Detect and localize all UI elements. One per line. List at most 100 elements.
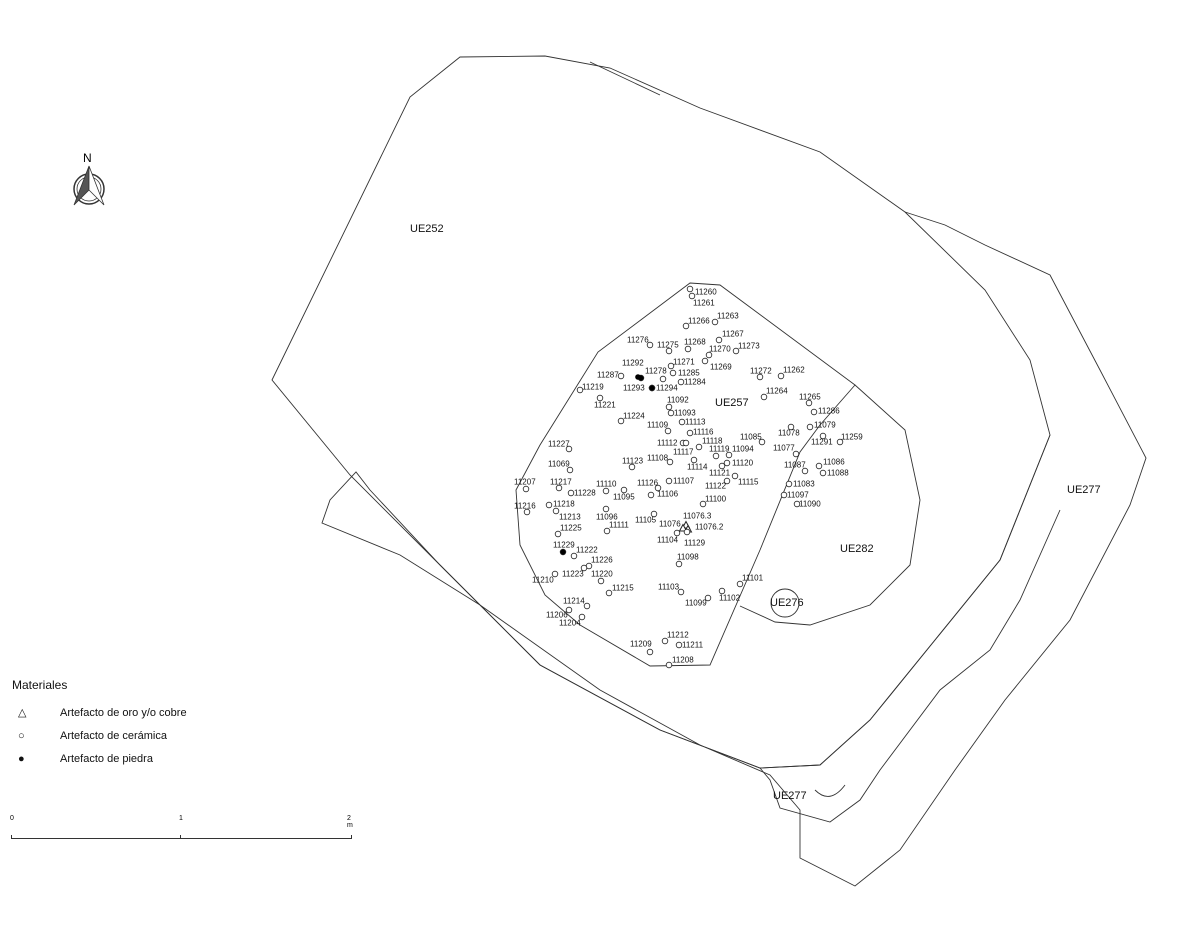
circle-marker-icon xyxy=(701,357,709,365)
circle-marker-icon xyxy=(756,373,764,381)
north-arrow-icon: N xyxy=(73,151,105,206)
artifact-point: 11217 xyxy=(550,478,572,492)
circle-marker-icon xyxy=(792,450,800,458)
artifact-label: 11271 xyxy=(673,358,695,367)
circle-marker-icon xyxy=(731,472,739,480)
artifact-point: 11220 xyxy=(591,570,613,585)
artifact-label: 11115 xyxy=(738,478,759,487)
artifact-point: 11271 xyxy=(667,358,695,370)
artifact-point: 11119 xyxy=(709,445,730,460)
artifact-point: 11207 xyxy=(514,478,536,493)
legend-label: Artefacto de oro y/o cobre xyxy=(60,706,187,719)
circle-marker-icon xyxy=(667,362,675,370)
scale-tick-2: 2 m xyxy=(347,815,353,829)
circle-marker-icon xyxy=(732,347,740,355)
circle-marker-icon xyxy=(695,443,703,451)
circle-marker-icon xyxy=(667,409,675,417)
circle-marker-icon xyxy=(675,641,683,649)
filled-circle-marker-icon xyxy=(648,384,656,392)
artifact-point: 11096 xyxy=(596,505,618,522)
circle-marker-icon xyxy=(603,527,611,535)
scale-tick-1: 1 xyxy=(179,815,183,822)
artifact-point: 11226 xyxy=(585,556,613,570)
artifact-point: 11077 xyxy=(773,444,800,458)
artifact-label: 11206 xyxy=(546,611,568,620)
artifact-label: 11126 xyxy=(637,479,659,488)
artifact-label: 11215 xyxy=(612,584,634,593)
artifact-point: 11259 xyxy=(836,433,863,446)
circle-marker-icon xyxy=(523,508,531,516)
artifact-point: 11213 xyxy=(552,507,581,522)
filled-circle-marker-icon xyxy=(559,548,567,556)
artifact-label: 11076 xyxy=(659,520,681,529)
scale-bar: 0 1 2 m xyxy=(10,815,353,845)
artifact-label: 11270 xyxy=(709,345,731,354)
artifact-point: 11204 xyxy=(559,613,586,628)
circle-marker-icon xyxy=(801,467,809,475)
artifact-label: 11268 xyxy=(684,338,706,347)
artifact-label: 11109 xyxy=(647,421,669,430)
artifact-point: 11227 xyxy=(548,440,573,453)
artifact-label: 11284 xyxy=(684,378,706,387)
artifact-point: 11218 xyxy=(545,500,575,509)
circle-marker-icon xyxy=(758,438,766,446)
artifact-point: 11286 xyxy=(810,407,840,416)
artifact-label: 11085 xyxy=(740,433,762,442)
artifact-point: 11224 xyxy=(617,412,645,425)
artifact-label: 11105 xyxy=(635,516,657,525)
artifact-label: 11261 xyxy=(693,299,715,308)
artifact-label: 11076.3 xyxy=(683,512,712,521)
circle-marker-icon xyxy=(705,351,713,359)
unit-outline-ue277-pit xyxy=(814,784,846,797)
artifact-point: 11123 xyxy=(622,457,644,471)
artifact-point: 11292 xyxy=(622,359,644,382)
artifact-label: 11208 xyxy=(672,656,694,665)
artifact-point: 11076 xyxy=(659,520,688,532)
circle-marker-icon xyxy=(682,439,690,447)
artifact-label: 11098 xyxy=(677,553,699,562)
circle-marker-icon xyxy=(554,530,562,538)
artifact-label: 11224 xyxy=(623,412,645,421)
unit-label-ue282: UE282 xyxy=(840,543,874,555)
artifact-point: 11104 xyxy=(657,529,681,545)
artifact-label: 11278 xyxy=(645,367,667,376)
artifact-label: 11121 xyxy=(709,469,731,478)
unit-label-ue252: UE252 xyxy=(410,223,444,235)
circle-marker-icon xyxy=(596,394,604,402)
circle-marker-icon xyxy=(682,322,690,330)
circle-marker-icon xyxy=(605,589,613,597)
circle-marker-icon xyxy=(664,427,672,435)
artifact-label: 11220 xyxy=(591,570,613,579)
circle-marker-icon xyxy=(570,552,578,560)
unit-outline-ue282 xyxy=(739,384,921,626)
artifact-point: 11221 xyxy=(594,394,616,410)
artifact-point: 11114 xyxy=(687,456,708,472)
circle-marker-icon xyxy=(690,456,698,464)
circle-marker-icon xyxy=(669,369,677,377)
circle-marker-icon xyxy=(718,462,726,470)
artifact-label: 11107 xyxy=(673,477,695,486)
artifact-label: 11118 xyxy=(702,437,723,446)
artifact-point: 11095 xyxy=(613,486,635,502)
artifact-point: 11115 xyxy=(731,472,759,487)
artifact-point: 11278 xyxy=(645,367,667,383)
artifact-point: 11107 xyxy=(665,477,695,486)
legend-item-ceramic: ○ Artefacto de cerámica xyxy=(12,724,187,747)
artifact-label: 11092 xyxy=(667,396,689,405)
artifact-label: 11219 xyxy=(582,383,604,392)
artifact-point: 11129 xyxy=(683,528,706,548)
artifact-label: 11221 xyxy=(594,401,616,410)
artifact-point: 11085 xyxy=(740,433,766,446)
circle-marker-icon xyxy=(819,432,827,440)
artifact-point: 11269 xyxy=(701,357,732,372)
circle-marker-icon xyxy=(602,487,610,495)
artifact-label: 11218 xyxy=(553,500,575,509)
unit-outline-ue252-inner xyxy=(589,61,661,96)
artifact-point: 11101 xyxy=(736,574,764,588)
unit-outline-ue277-lower xyxy=(759,509,1061,823)
circle-marker-icon xyxy=(688,292,696,300)
artifact-point: 11216 xyxy=(514,502,536,516)
artifact-point: 11122 xyxy=(705,477,731,491)
artifact-label: 11210 xyxy=(532,576,554,585)
legend-label: Artefacto de cerámica xyxy=(60,729,167,742)
